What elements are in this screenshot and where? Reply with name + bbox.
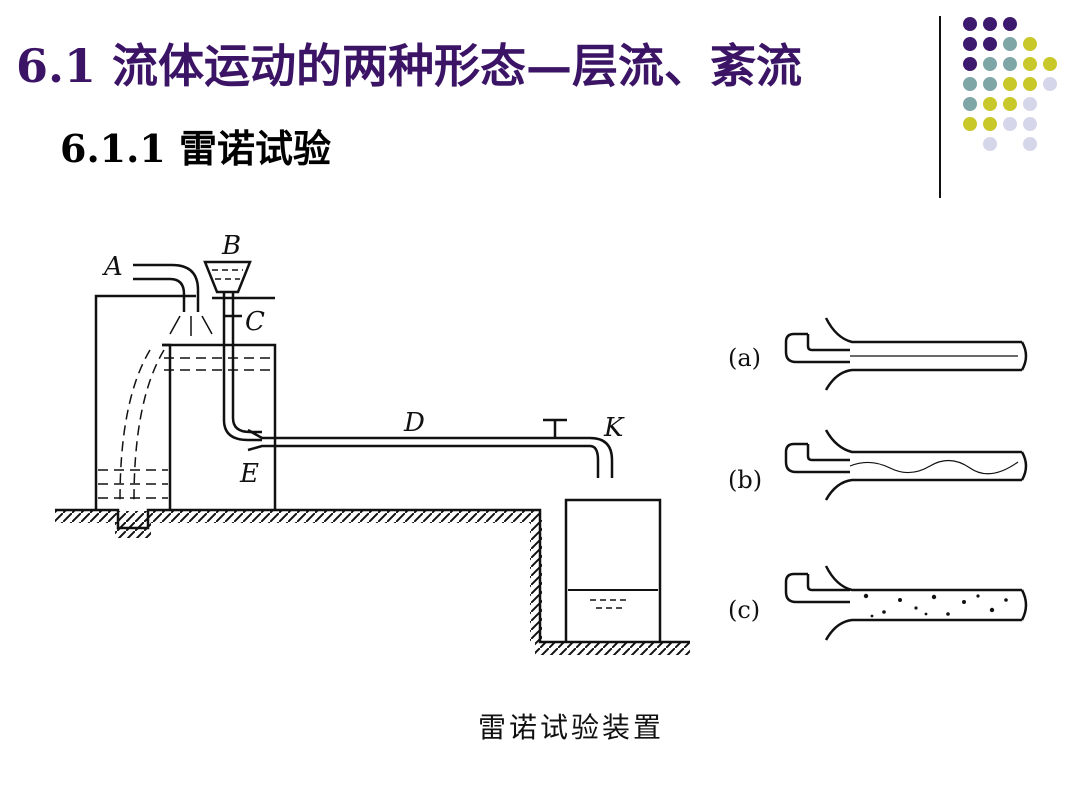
decorative-dot <box>1003 37 1017 51</box>
label-flow-a: (a) <box>728 344 761 372</box>
decorative-dot <box>1043 77 1057 91</box>
decorative-dot <box>1003 97 1017 111</box>
section-subtitle: 6.1.1 雷诺试验 <box>60 126 332 171</box>
label-d: D <box>403 408 425 438</box>
decorative-dot <box>983 97 997 111</box>
decorative-dot <box>1023 97 1037 111</box>
decorative-dot <box>983 77 997 91</box>
collection-tank <box>564 498 662 642</box>
decorative-dot <box>1003 117 1017 131</box>
decorative-dot <box>983 37 997 51</box>
decorative-dot <box>963 97 977 111</box>
label-c: C <box>245 307 265 337</box>
decorative-dot <box>983 137 997 151</box>
label-b: B <box>221 231 241 261</box>
label-e: E <box>239 459 259 489</box>
decorative-dot <box>1003 77 1017 91</box>
flow-pattern-turbulent <box>784 565 1028 641</box>
ground-hatching <box>55 511 690 655</box>
decorative-dot <box>963 17 977 31</box>
decorative-dot <box>983 117 997 131</box>
glass-tube-d <box>247 418 614 478</box>
label-flow-b: (b) <box>728 466 762 494</box>
decorative-dot <box>983 57 997 71</box>
label-k: K <box>603 413 625 443</box>
decorative-dot <box>1043 57 1057 71</box>
flow-pattern-laminar <box>784 317 1028 391</box>
decorative-dot <box>983 17 997 31</box>
decorative-dot <box>1023 137 1037 151</box>
decorative-dot <box>1023 57 1037 71</box>
decorative-dot-grid <box>963 17 1057 151</box>
main-tank <box>162 296 277 510</box>
label-flow-c: (c) <box>728 596 760 624</box>
decorative-dot <box>963 117 977 131</box>
ground-lines <box>55 508 690 644</box>
decorative-dot <box>963 37 977 51</box>
left-reservoir <box>94 294 196 510</box>
supply-pipe-a <box>119 263 213 501</box>
dye-funnel-b <box>203 260 262 442</box>
decorative-dot <box>1023 77 1037 91</box>
slide-title: 6.1 流体运动的两种形态—层流、紊流 <box>16 39 803 93</box>
decorative-dot <box>963 57 977 71</box>
decorative-dot <box>963 77 977 91</box>
label-a: A <box>102 252 123 282</box>
decorative-dot <box>1003 17 1017 31</box>
diagram-caption: 雷诺试验装置 <box>478 711 665 744</box>
flow-pattern-transitional <box>784 429 1028 501</box>
title-divider <box>939 16 941 198</box>
decorative-dot <box>1003 57 1017 71</box>
decorative-dot <box>1023 37 1037 51</box>
decorative-dot <box>1023 117 1037 131</box>
